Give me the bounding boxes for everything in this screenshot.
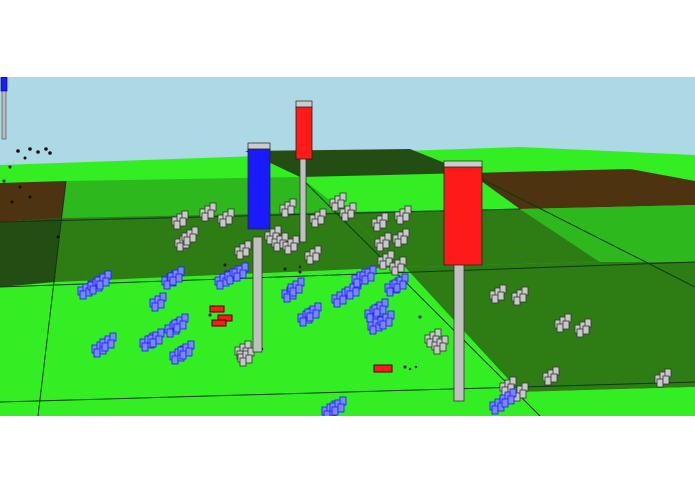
gray-soldier-squad-icon[interactable]	[574, 318, 592, 338]
gray-soldier-squad-icon[interactable]	[374, 232, 392, 252]
blue-soldier-squad-icon[interactable]	[499, 388, 517, 408]
red-vehicle-icon[interactable]	[373, 364, 393, 373]
blue-soldier-squad-icon[interactable]	[171, 313, 189, 333]
blue-soldier-squad-icon[interactable]	[94, 270, 112, 290]
gray-soldier-squad-icon[interactable]	[304, 245, 322, 265]
gray-soldier-squad-icon[interactable]	[542, 366, 560, 386]
gray-soldier-squad-icon[interactable]	[394, 205, 412, 225]
gray-soldier-squad-icon[interactable]	[489, 284, 507, 304]
gray-soldier-squad-icon[interactable]	[171, 210, 189, 230]
terrain-patch-bright-front-right	[520, 387, 695, 416]
terrain-patch-dark-center	[55, 212, 405, 282]
gray-soldier-squad-icon[interactable]	[377, 250, 395, 270]
gray-soldier-squad-icon[interactable]	[554, 313, 572, 333]
red-vehicle-icon[interactable]	[209, 305, 225, 313]
blue-soldier-squad-icon[interactable]	[359, 265, 377, 285]
gray-soldier-squad-icon[interactable]	[309, 208, 327, 228]
blue-soldier-squad-icon[interactable]	[147, 328, 165, 348]
scattered-debris	[2, 147, 422, 371]
gray-soldier-squad-icon[interactable]	[371, 212, 389, 232]
terrain-patch-dark-front-right	[405, 262, 695, 392]
blue-soldier-squad-icon[interactable]	[371, 298, 389, 318]
gray-soldier-squad-icon[interactable]	[282, 235, 300, 255]
gray-soldier-squad-icon[interactable]	[431, 335, 449, 355]
battlefield-scene[interactable]	[0, 77, 695, 416]
terrain-patch-medium-right	[520, 205, 695, 262]
red-flag-icon[interactable]	[443, 160, 483, 402]
gray-soldier-squad-icon[interactable]	[181, 226, 199, 246]
red-vehicle-icon[interactable]	[211, 319, 227, 327]
blue-soldier-squad-icon[interactable]	[231, 262, 249, 282]
terrain-patch-brown-right	[470, 169, 695, 209]
blue-flag-icon[interactable]	[0, 77, 8, 140]
gray-soldier-squad-icon[interactable]	[329, 192, 347, 212]
gray-soldier-squad-icon[interactable]	[237, 347, 255, 367]
red-flag-icon[interactable]	[295, 100, 313, 243]
blue-soldier-squad-icon[interactable]	[177, 340, 195, 360]
gray-soldier-squad-icon[interactable]	[389, 256, 407, 276]
gray-soldier-squad-icon[interactable]	[199, 202, 217, 222]
blue-soldier-squad-icon[interactable]	[149, 292, 167, 312]
blue-soldier-squad-icon[interactable]	[287, 277, 305, 297]
gray-soldier-squad-icon[interactable]	[234, 240, 252, 260]
flags-layer[interactable]	[247, 100, 483, 402]
gray-soldier-squad-icon[interactable]	[511, 286, 529, 306]
blue-soldier-squad-icon[interactable]	[167, 266, 185, 286]
gray-soldier-squad-icon[interactable]	[654, 368, 672, 388]
battlefield-viewport[interactable]	[0, 77, 695, 416]
blue-flag-icon[interactable]	[247, 142, 271, 353]
gray-soldier-squad-icon[interactable]	[279, 198, 297, 218]
blue-soldier-squad-icon[interactable]	[99, 332, 117, 352]
gray-soldier-squad-icon[interactable]	[339, 202, 357, 222]
blue-soldier-squad-icon[interactable]	[377, 310, 395, 330]
gray-soldier-squad-icon[interactable]	[217, 208, 235, 228]
terrain-patch-brown-left	[0, 181, 66, 222]
blue-soldier-squad-icon[interactable]	[304, 302, 322, 322]
gray-soldier-squad-icon[interactable]	[392, 228, 410, 248]
units-layer[interactable]	[77, 192, 672, 416]
blue-soldier-squad-icon[interactable]	[391, 273, 409, 293]
gray-soldier-squad-icon[interactable]	[424, 328, 442, 348]
blue-soldier-squad-icon[interactable]	[329, 396, 347, 416]
terrain-patch-medium-center	[62, 177, 345, 218]
terrain-patch-dark-left	[0, 218, 62, 287]
